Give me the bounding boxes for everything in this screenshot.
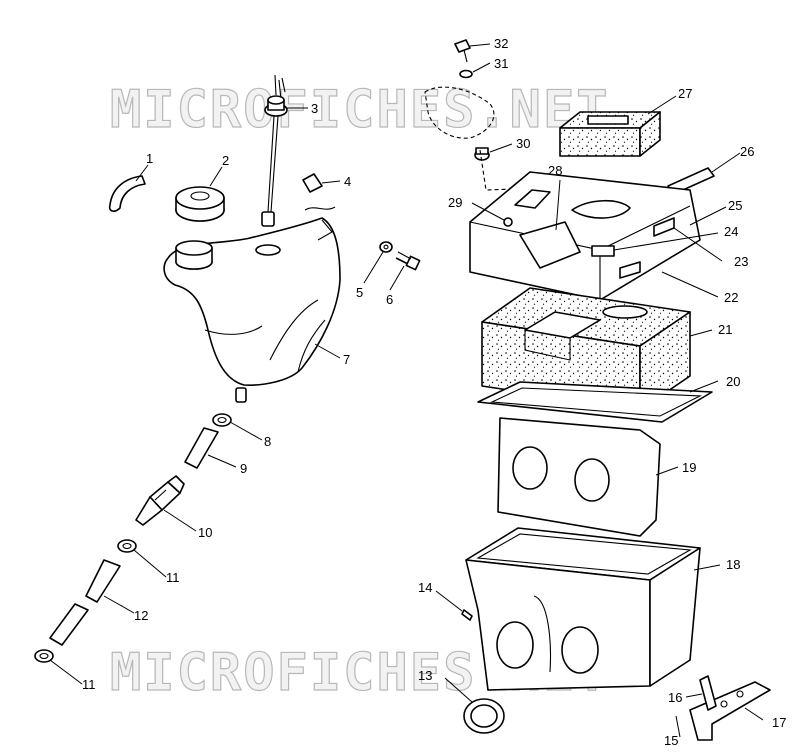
callout-9: 9 bbox=[240, 461, 247, 476]
callout-28: 28 bbox=[548, 163, 562, 178]
part-17-bracket bbox=[689, 681, 771, 741]
callout-12: 12 bbox=[134, 608, 148, 623]
callout-1: 1 bbox=[146, 151, 153, 166]
part-11-clamp-lower bbox=[34, 649, 54, 663]
callout-11-lower: 11 bbox=[82, 677, 96, 692]
callout-32: 32 bbox=[494, 36, 508, 51]
callout-5: 5 bbox=[356, 285, 363, 300]
part-10-fuel-filter bbox=[135, 475, 185, 526]
callout-6: 6 bbox=[386, 292, 393, 307]
callout-24: 24 bbox=[724, 224, 738, 239]
part-5-washer bbox=[379, 241, 393, 253]
watermark-top: MICROFICHES.NET bbox=[110, 80, 610, 140]
leader-lines bbox=[49, 43, 764, 738]
part-11-clamp-upper bbox=[117, 539, 137, 553]
callout-18: 18 bbox=[726, 557, 740, 572]
bracket-ghost bbox=[424, 86, 495, 139]
callout-22: 22 bbox=[724, 290, 738, 305]
callout-26: 26 bbox=[740, 144, 754, 159]
callout-27: 27 bbox=[678, 86, 692, 101]
callout-4: 4 bbox=[344, 174, 351, 189]
callout-31: 31 bbox=[494, 56, 508, 71]
callout-29: 29 bbox=[448, 195, 462, 210]
fuel-tank-assembly bbox=[34, 74, 421, 663]
callout-11-upper: 11 bbox=[166, 570, 180, 585]
part-16-strap bbox=[699, 675, 717, 711]
part-25-airbox-cover bbox=[469, 171, 701, 301]
part-32-screw bbox=[454, 39, 471, 63]
part-3-fuel-gauge bbox=[261, 74, 288, 227]
part-20-gasket bbox=[477, 381, 713, 423]
part-2-fuel-cap bbox=[175, 186, 225, 222]
callout-13: 13 bbox=[418, 668, 432, 683]
part-4-clip bbox=[302, 173, 336, 211]
callout-19: 19 bbox=[682, 460, 696, 475]
callout-21: 21 bbox=[718, 322, 732, 337]
part-12-fuel-hose-lower bbox=[49, 603, 89, 646]
callout-8: 8 bbox=[264, 434, 271, 449]
callout-14: 14 bbox=[418, 580, 432, 595]
part-8-clamp bbox=[212, 413, 232, 427]
callout-10: 10 bbox=[198, 525, 212, 540]
part-12-fuel-hose bbox=[85, 559, 121, 603]
part-9-fuel-hose bbox=[184, 427, 219, 469]
part-6-bolt bbox=[395, 251, 421, 271]
part-19-plate bbox=[497, 417, 661, 537]
callout-30: 30 bbox=[516, 136, 530, 151]
air-box-assembly bbox=[424, 39, 771, 741]
callout-2: 2 bbox=[222, 153, 229, 168]
part-30-grommet bbox=[474, 147, 490, 161]
callout-20: 20 bbox=[726, 374, 740, 389]
part-31-washer bbox=[459, 69, 473, 79]
part-1-vent-hose bbox=[108, 175, 146, 212]
part-13-boot bbox=[463, 698, 505, 734]
callout-7: 7 bbox=[343, 352, 350, 367]
callout-25: 25 bbox=[728, 198, 742, 213]
callout-3: 3 bbox=[311, 101, 318, 116]
part-7-fuel-tank bbox=[163, 217, 341, 403]
part-18-airbox bbox=[465, 527, 701, 691]
callout-16: 16 bbox=[668, 690, 682, 705]
callout-23: 23 bbox=[734, 254, 748, 269]
callout-labels: 1 2 3 4 5 6 7 8 9 10 11 11 12 13 14 15 1… bbox=[82, 36, 786, 748]
part-14-screw bbox=[461, 609, 473, 621]
part-27-foam bbox=[559, 111, 661, 157]
callout-15: 15 bbox=[664, 733, 678, 748]
callout-17: 17 bbox=[772, 715, 786, 730]
